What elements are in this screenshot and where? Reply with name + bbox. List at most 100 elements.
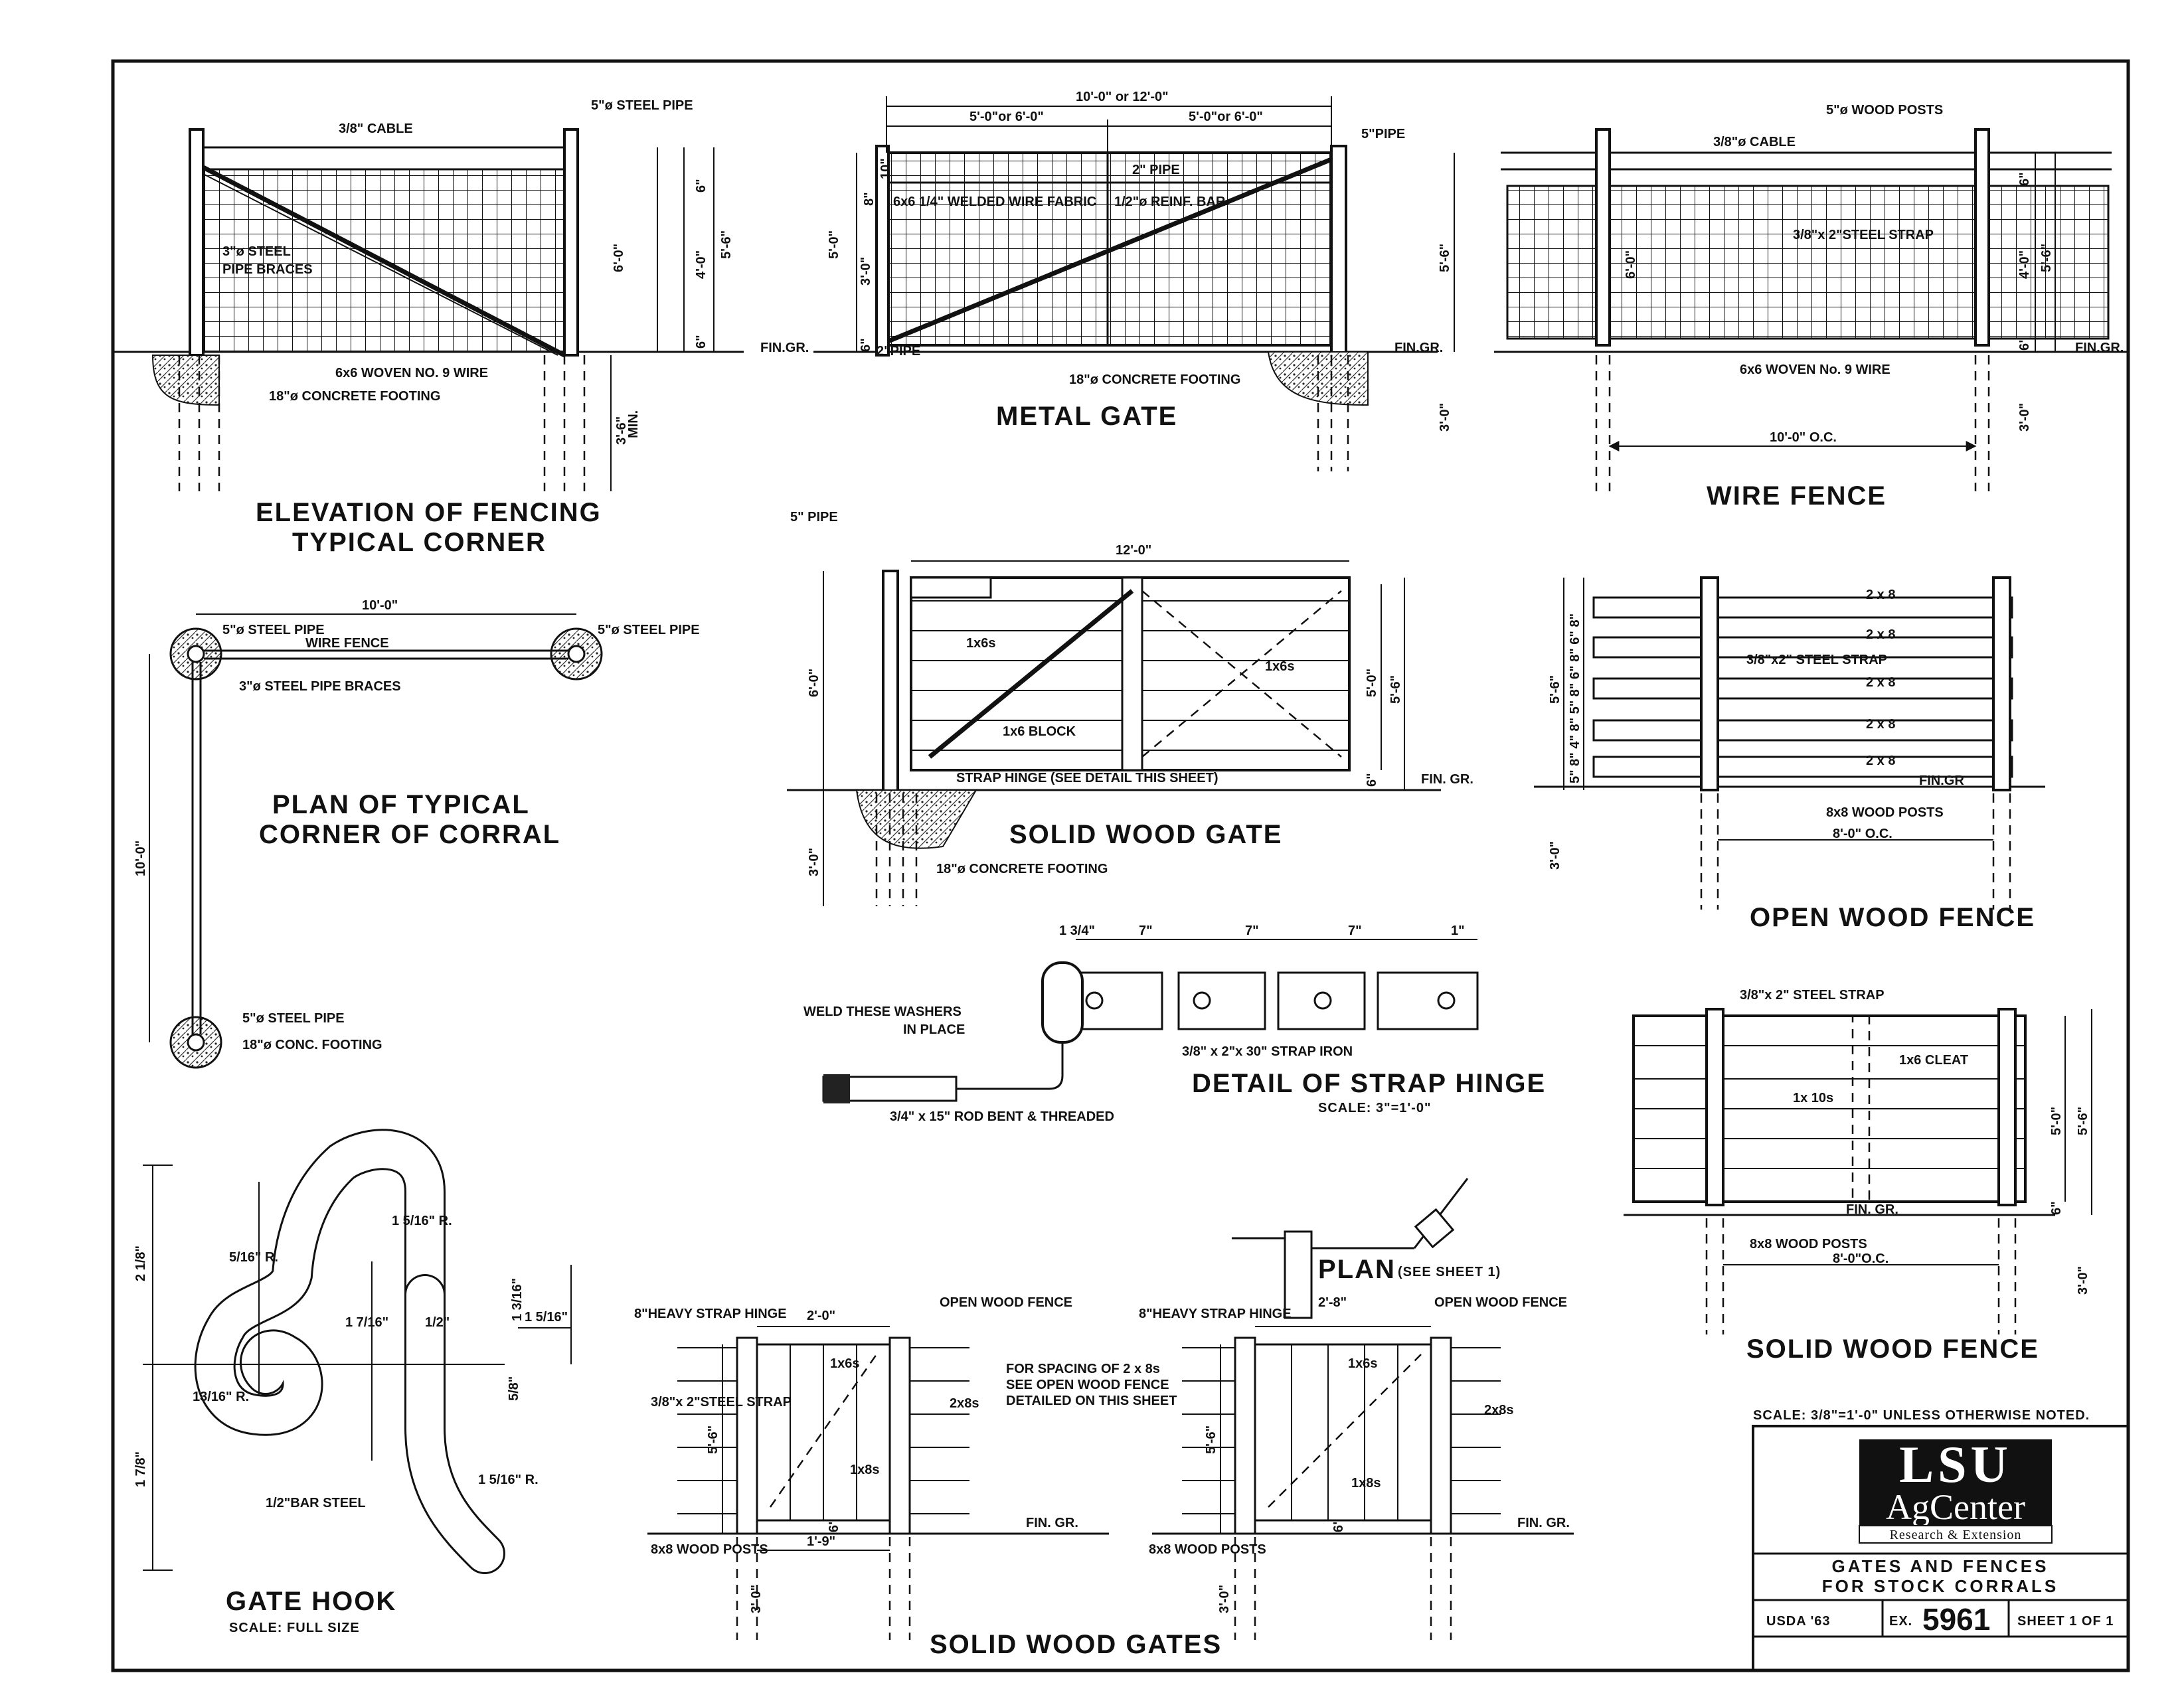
gh-r1: 1 5/16" R. — [392, 1214, 452, 1228]
logo-top: LSU — [1899, 1435, 2012, 1493]
plan-footing: 18"ø CONC. FOOTING — [242, 1038, 382, 1052]
corner-footing-label: 18"ø CONCRETE FOOTING — [269, 389, 440, 404]
sgs-hinge-b: 8"HEAVY STRAP HINGE — [1139, 1307, 1292, 1321]
plan-braces: 3"ø STEEL PIPE BRACES — [239, 679, 401, 694]
gh-d-c: 1 3/16" — [510, 1278, 525, 1321]
sgs-fin-b: FIN. GR. — [1517, 1516, 1570, 1530]
solid-fence-title: SOLID WOOD FENCE — [1746, 1334, 2039, 1364]
solid-wood-fence: 3/8"x 2" STEEL STRAP 1x6 CLEAT 1x 10s FI… — [1624, 988, 2092, 1364]
sgs-d-56a: 5'-6" — [706, 1425, 720, 1454]
gh-d-d: 1 5/16" — [525, 1310, 568, 1325]
gate-d-50: 5'-0" — [827, 230, 841, 259]
sh-weld-1: WELD THESE WASHERS — [803, 1005, 962, 1019]
strap-hinge-scale: SCALE: 3"=1'-0" — [1318, 1101, 1431, 1115]
sgs-plan: PLAN — [1318, 1255, 1396, 1284]
gh-r2: 5/16" R. — [229, 1250, 278, 1265]
title-line-1: GATES AND FENCES — [1832, 1556, 2049, 1576]
plan-dim-top: 10'-0" — [362, 598, 398, 613]
sg-footing: 18"ø CONCRETE FOOTING — [936, 862, 1108, 876]
gate-pipe2-bot: 2"PIPE — [877, 344, 920, 359]
of-strap: 3/8"x2" STEEL STRAP — [1746, 653, 1887, 667]
sgs-hinge-a: 8"HEAVY STRAP HINGE — [634, 1307, 787, 1321]
plan-title-2: CORNER OF CORRAL — [259, 820, 560, 849]
sgs-note-1: FOR SPACING OF 2 x 8s — [1006, 1362, 1160, 1376]
sf-oc: 8'-0"O.C. — [1833, 1251, 1889, 1266]
strap-hinge-title: DETAIL OF STRAP HINGE — [1192, 1069, 1546, 1098]
plan-pipe-c: 5"ø STEEL PIPE — [242, 1011, 345, 1026]
sgs-1x6-a: 1x6s — [830, 1356, 860, 1371]
lsu-logo — [1859, 1439, 2052, 1532]
sg-d-30: 3'-0" — [807, 848, 821, 876]
sgs-plan-note: (SEE SHEET 1) — [1398, 1265, 1501, 1279]
sg-width: 12'-0" — [1116, 543, 1151, 558]
sg-d-50: 5'-0" — [1365, 669, 1379, 697]
corner-fin-gr: FIN.GR. — [760, 341, 809, 355]
wire-strap: 3/8"x 2"STEEL STRAP — [1793, 228, 1934, 242]
sgs-1x8-b: 1x8s — [1351, 1476, 1381, 1490]
sgs-open-a: OPEN WOOD FENCE — [940, 1295, 1072, 1310]
solid-gates-title: SOLID WOOD GATES — [930, 1630, 1222, 1659]
wire-fin-gr: FIN.GR. — [2075, 341, 2124, 355]
sg-fin-gr: FIN. GR. — [1421, 772, 1473, 787]
plan-dim-left: 10'-0" — [133, 841, 148, 876]
sg-pipe5: 5" PIPE — [790, 510, 838, 524]
of-board-1: 2 x 8 — [1866, 588, 1895, 602]
sg-hinge: STRAP HINGE (SEE DETAIL THIS SHEET) — [956, 771, 1218, 785]
sgs-d-56b: 5'-6" — [1204, 1425, 1218, 1454]
sgs-1x6-b: 1x6s — [1348, 1356, 1378, 1371]
sgs-d-30a: 3'-0" — [749, 1585, 764, 1613]
sgs-posts-a: 8x8 WOOD POSTS — [651, 1542, 768, 1557]
corner-title-1: ELEVATION OF FENCING — [256, 498, 602, 527]
sgs-2x8-b: 2x8s — [1484, 1403, 1514, 1417]
sgs-2x8-a: 2x8s — [950, 1396, 979, 1411]
gate-d-30b: 3'-0" — [1438, 403, 1452, 432]
sf-posts: 8x8 WOOD POSTS — [1750, 1237, 1867, 1251]
title-block: SCALE: 3/8"=1'-0" UNLESS OTHERWISE NOTED… — [1752, 1408, 2130, 1672]
gh-r3: 13/16" R. — [193, 1390, 249, 1404]
plan-wire-fence: WIRE FENCE — [305, 636, 389, 651]
plan-corner: 10'-0" 10'-0" 5"ø STEEL PIPE WIRE FENCE … — [133, 598, 700, 1069]
wire-posts: 5"ø WOOD POSTS — [1826, 103, 1943, 118]
wire-d-40: 4'-0" — [2017, 250, 2032, 279]
corner-wire-label: 6x6 WOVEN NO. 9 WIRE — [335, 366, 488, 380]
wire-fence: 5"ø WOOD POSTS 3/8"ø CABLE 3/8"x 2"STEEL… — [1494, 103, 2128, 511]
wire-wire: 6x6 WOVEN No. 9 WIRE — [1740, 362, 1890, 377]
wire-d-6b: 6" — [2017, 337, 2032, 351]
logo-bottom: Research & Extension — [1890, 1528, 2022, 1542]
corner-elevation: 6" 4'-0" 6" 5'-6" 6'-0" 3'-6" MIN. 3/8" … — [113, 98, 809, 557]
sh-d3: 7" — [1245, 924, 1259, 938]
sg-boards-b: 1x6s — [1265, 659, 1295, 674]
sg-block: 1x6 BLOCK — [1003, 724, 1076, 739]
ex-number: 5961 — [1922, 1602, 1990, 1637]
ex-prefix: EX. — [1889, 1614, 1912, 1629]
of-fin-gr: FIN.GR — [1919, 773, 1964, 788]
solid-gate-title: SOLID WOOD GATE — [1009, 820, 1282, 849]
of-board-5: 2 x 8 — [1866, 754, 1895, 768]
corner-d-60: 6'-0" — [612, 244, 626, 272]
plan-pipe-b: 5"ø STEEL PIPE — [598, 623, 700, 637]
sheet-border — [111, 59, 2130, 1672]
corner-cable-label: 3/8" CABLE — [339, 121, 413, 136]
gh-bar: 1/2"BAR STEEL — [266, 1496, 366, 1510]
solid-wood-gates: 8"HEAVY STRAP HINGE 2'-0" OPEN WOOD FENC… — [634, 1178, 1574, 1659]
gate-hook-title: GATE HOOK — [226, 1587, 396, 1616]
gate-pipe2-top: 2" PIPE — [1132, 163, 1180, 177]
open-fence-title: OPEN WOOD FENCE — [1750, 903, 2035, 932]
usda-year: USDA '63 — [1766, 1614, 1831, 1629]
gate-hook-scale: SCALE: FULL SIZE — [229, 1621, 360, 1635]
corner-d-6a: 6" — [694, 179, 709, 193]
gate-fabric: 6x6 1/4" WELDED WIRE FABRIC — [893, 195, 1096, 209]
gate-d-30: 3'-0" — [859, 257, 873, 285]
corner-d-40: 4'-0" — [694, 250, 709, 279]
of-posts: 8x8 WOOD POSTS — [1826, 805, 1944, 820]
gh-d-g: 1 7/8" — [133, 1451, 148, 1487]
gh-d-b: 1/2" — [425, 1315, 450, 1330]
sh-strap: 3/8" x 2"x 30" STRAP IRON — [1182, 1044, 1353, 1059]
corner-d-56: 5'-6" — [719, 230, 734, 259]
title-line-2: FOR STOCK CORRALS — [1822, 1576, 2058, 1596]
gate-overall-dim: 10'-0" or 12'-0" — [1076, 90, 1169, 104]
of-board-3: 2 x 8 — [1866, 675, 1895, 690]
sgs-open-b: OPEN WOOD FENCE — [1434, 1295, 1567, 1310]
